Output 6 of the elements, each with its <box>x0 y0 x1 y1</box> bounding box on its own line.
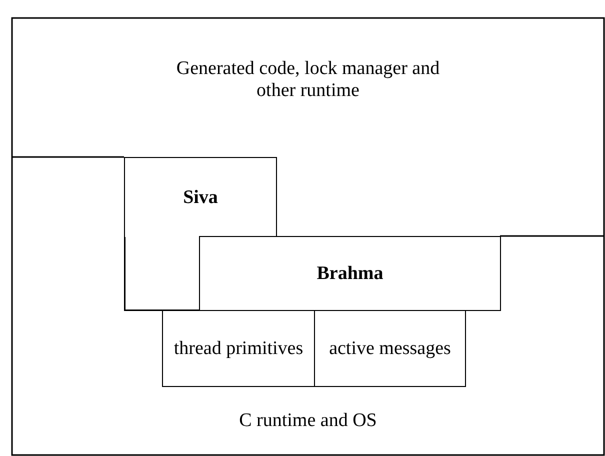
layer-region: Generated code, lock manager and other runtime <box>14 20 602 140</box>
layer-box: Brahma <box>199 236 501 311</box>
layer-box: Siva <box>124 157 277 237</box>
layer-box: active messages <box>314 310 466 387</box>
layer-region: C runtime and OS <box>14 388 602 454</box>
layer-box: thread primitives <box>162 310 315 387</box>
